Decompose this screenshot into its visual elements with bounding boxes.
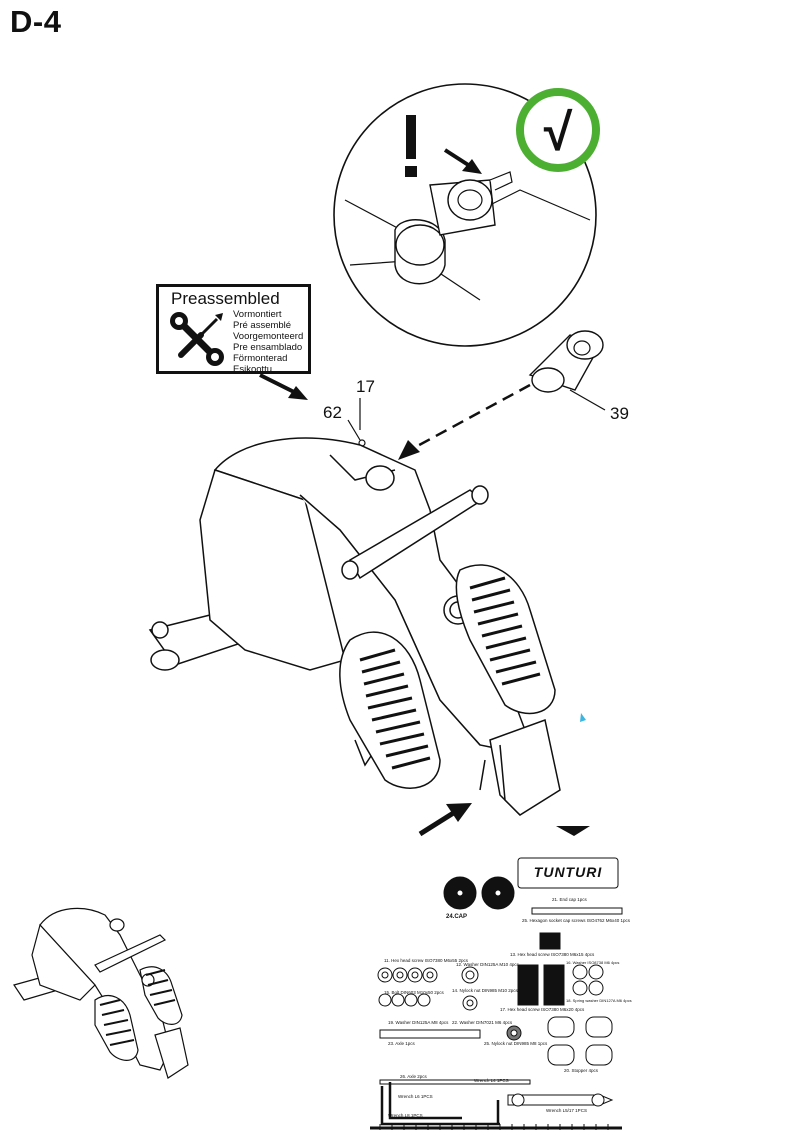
part-label: Wrench L8 1PCS — [388, 1113, 423, 1118]
exercise-bike-body — [148, 437, 561, 816]
arrow-icon — [288, 386, 308, 400]
preassembled-translations: Vormontiert Pré assemblé Voorgemonteerd … — [233, 309, 303, 375]
ruler-ticks — [379, 1124, 609, 1130]
translation-text: Voorgemonteerd — [233, 331, 304, 342]
svg-text:√: √ — [544, 104, 573, 162]
part-label: 12. Washer DIN125A M10 4pcs — [456, 962, 519, 967]
arrow-icon — [443, 148, 482, 174]
arrow-icon — [556, 826, 590, 836]
part-label: 19. Washer DIN125A M8 4pcs — [388, 1020, 449, 1025]
wrench-screwdriver-icon — [170, 312, 224, 366]
part-label: Wrench L5/17 1PCS — [546, 1108, 587, 1113]
part-label: 25. Hexagon socket cap screws ISO4762 M6… — [522, 918, 631, 923]
part-39-cap — [528, 330, 604, 393]
pointer-arrow-line — [418, 809, 457, 837]
arrow-icon — [398, 440, 420, 460]
preassembled-title: Preassembled — [171, 289, 280, 308]
arrow-icon — [446, 803, 472, 822]
part-label: 16. Washer ISO8738 M6 4pcs — [566, 960, 620, 965]
translation-text: Pre ensamblado — [233, 342, 303, 353]
translation-text: Esikoottu — [233, 364, 273, 375]
part-label: 14. Nylock nut DIN985 M10 2pcs — [452, 988, 518, 993]
part-label: 11. Hex head screw ISO7380 M6x55 2pcs — [384, 958, 468, 963]
translation-text: Pré assemblé — [233, 320, 292, 331]
hardware-sheet — [370, 857, 623, 1130]
part-number-62: 62 — [323, 403, 342, 422]
part-label: 21. End cap 1pcs — [552, 897, 587, 902]
brand-logo: TUNTURI — [533, 864, 603, 880]
checkmark-icon: √ — [516, 88, 600, 172]
part-label: 17. Hex head screw ISO7380 M6x20 4pcs — [500, 1007, 585, 1012]
part-label: 15. Bolt DIN603 M10x50 2pcs — [384, 990, 444, 995]
pedal-left — [339, 631, 441, 789]
leader-line — [569, 389, 606, 411]
translation-text: Förmonterad — [233, 353, 288, 364]
part-number-39: 39 — [610, 404, 629, 423]
exclamation-icon — [405, 115, 417, 177]
part-number-17: 17 — [356, 377, 375, 396]
part-label: 26. Axle 2pcs — [400, 1074, 427, 1079]
part-label: 20. Stopper 4pcs — [564, 1068, 599, 1073]
step-title: D-4 — [10, 4, 62, 39]
assembly-dashed-line — [409, 383, 531, 452]
part-label: 22. Washer DIN7021 M6 4pcs — [452, 1020, 513, 1025]
part-label: Wrench L6 1PCS — [398, 1094, 433, 1099]
translation-text: Vormontiert — [233, 309, 282, 320]
part-label: 18. Spring washer DIN127A M6 4pcs — [566, 998, 632, 1003]
pedal-right — [455, 564, 556, 715]
part-label: 25. Nylock nut DIN985 M8 1pcs — [484, 1041, 548, 1046]
marker-dot — [580, 713, 586, 722]
part-label: 13. Hex head screw ISO7380 M6x15 4pcs — [510, 952, 595, 957]
preassembled-label-box: Preassembled Vormontiert Pré assemblé Vo… — [156, 284, 311, 375]
part-label: 23. Axle 1pcs — [388, 1041, 415, 1046]
part-label: Wrench L4 1PCS — [474, 1078, 509, 1083]
overview-machine-drawing — [13, 907, 189, 1079]
part-label: 24.CAP — [446, 914, 468, 920]
leader-line — [347, 419, 361, 441]
overview-pedal-grips — [99, 969, 176, 1046]
